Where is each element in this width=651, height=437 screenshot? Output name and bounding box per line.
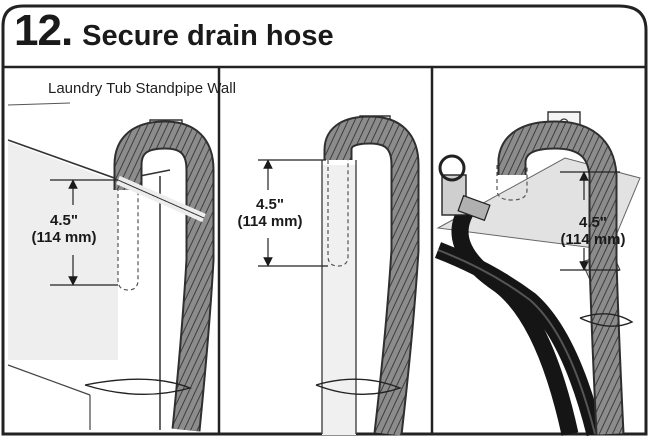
measurement-label-tub: 4.5" (114 mm) (18, 212, 110, 246)
hose-strap-outline (117, 179, 205, 219)
tie-strap (84, 378, 193, 396)
water-valve-fitting (457, 194, 491, 222)
measurement-inches: 4.5" (50, 212, 78, 229)
panel-laundry-tub (7, 102, 215, 432)
measurement-mm: (114 mm) (237, 213, 303, 230)
panel-wall-box (434, 111, 641, 437)
measurement-inches: 4.5" (579, 214, 607, 231)
measurement-label-standpipe: 4.5" (114 mm) (224, 196, 316, 230)
measurement-inches: 4.5" (256, 196, 284, 213)
tub-back-edge (7, 102, 71, 106)
water-valve-handle (438, 154, 466, 182)
hose-end-dashed (496, 165, 528, 201)
panel-standpipe (258, 115, 420, 436)
hose-end-dashed (327, 160, 349, 267)
water-hose-highlight (437, 249, 596, 435)
measurement-label-wall-box: 4.5" (114 mm) (547, 214, 639, 248)
drain-hose-ribs (325, 117, 418, 436)
tie-strap (579, 313, 634, 327)
measurement-mm: (114 mm) (560, 231, 626, 248)
step-title: 12. Secure drain hose (14, 6, 334, 62)
drain-hose-ribs (499, 122, 623, 435)
tub-front-edge (7, 364, 91, 396)
step-heading: Secure drain hose (82, 20, 334, 52)
hose-end-dashed (117, 180, 139, 291)
tub-inner-shading (8, 142, 118, 360)
outer-frame (1, 4, 648, 436)
tie-strap (315, 378, 402, 395)
measurement-mm: (114 mm) (31, 229, 97, 246)
panel-labels: Laundry Tub Standpipe Wall (48, 80, 236, 97)
step-number: 12. (14, 6, 73, 55)
standpipe-shading (322, 165, 356, 435)
drain-hose-ribs (115, 122, 213, 432)
